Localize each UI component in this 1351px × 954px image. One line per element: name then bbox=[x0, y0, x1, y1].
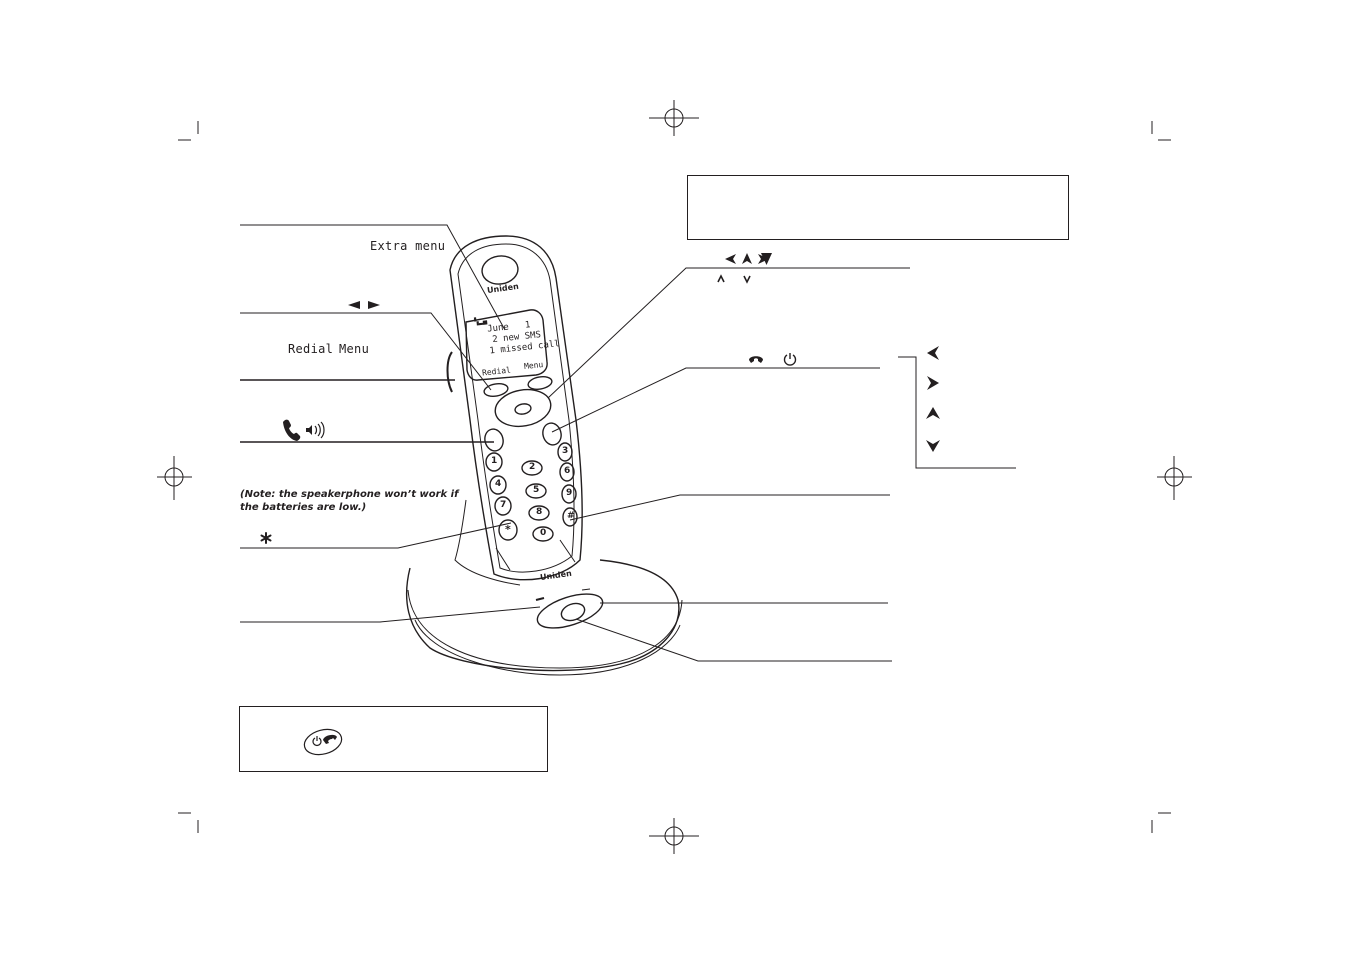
key-6: 6 bbox=[564, 466, 571, 476]
key-hash: # bbox=[567, 511, 575, 521]
arrow-list bbox=[925, 345, 941, 455]
base-unit bbox=[405, 499, 683, 676]
up-down-small-icon bbox=[717, 274, 757, 284]
callout-menu: Menu bbox=[339, 342, 370, 356]
talk-handset-icon bbox=[283, 419, 301, 441]
screen-softkey-right: Menu bbox=[523, 360, 544, 371]
left-arrow-icon bbox=[927, 346, 939, 360]
key-star: * bbox=[505, 523, 511, 536]
registration-marks bbox=[157, 100, 1192, 854]
talk-speaker-icons bbox=[281, 418, 329, 442]
key-4: 4 bbox=[495, 479, 502, 489]
callout-extra-menu: Extra menu bbox=[370, 239, 446, 253]
up-arrow-icon bbox=[926, 407, 940, 419]
speakerphone-note: (Note: the speakerphone won’t work if th… bbox=[240, 488, 470, 514]
key-1: 1 bbox=[491, 456, 498, 466]
key-0: 0 bbox=[540, 528, 547, 538]
star-key-icon bbox=[260, 532, 272, 544]
leader-lines-right bbox=[547, 267, 1016, 662]
key-3: 3 bbox=[562, 446, 569, 456]
leader-lines-left bbox=[240, 224, 541, 623]
speaker-icon bbox=[306, 421, 325, 439]
power-icon bbox=[783, 353, 797, 366]
key-5: 5 bbox=[533, 485, 540, 495]
speakerphone-note-line1: (Note: the speakerphone won’t work if bbox=[240, 489, 459, 500]
nav-four-arrows-icon bbox=[724, 252, 774, 266]
down-arrow-icon bbox=[926, 440, 940, 452]
key-8: 8 bbox=[536, 507, 543, 517]
end-power-key-icon bbox=[302, 727, 344, 757]
crop-marks bbox=[178, 121, 1171, 833]
left-right-arrows-icon bbox=[346, 299, 382, 311]
speakerphone-note-line2: the batteries are low.) bbox=[240, 502, 367, 513]
end-call-icon bbox=[749, 356, 763, 363]
key-2: 2 bbox=[529, 462, 536, 472]
handset-body bbox=[446, 235, 583, 581]
info-box-top bbox=[687, 175, 1069, 240]
info-box-bottom bbox=[239, 706, 548, 772]
key-7: 7 bbox=[500, 500, 507, 510]
key-9: 9 bbox=[566, 488, 573, 498]
end-power-icons bbox=[748, 352, 798, 366]
callout-redial: Redial bbox=[288, 342, 334, 356]
right-arrow-icon bbox=[927, 376, 939, 390]
